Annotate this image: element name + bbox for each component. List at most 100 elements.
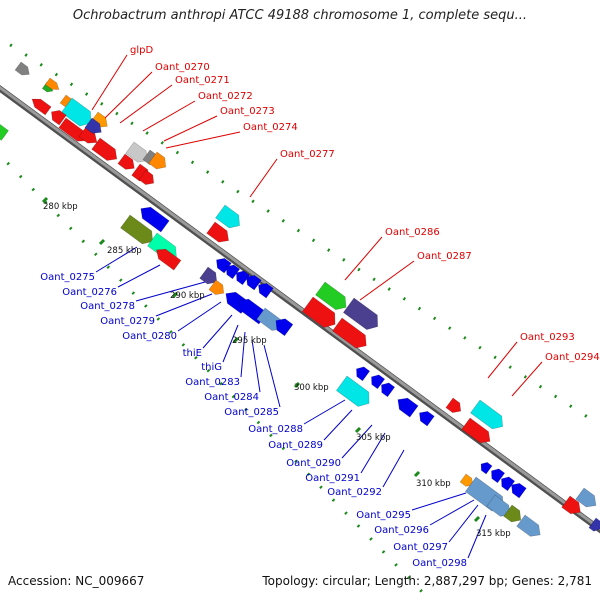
gene-arrow [148, 151, 167, 170]
gene-arrow [14, 61, 30, 76]
gene-arrow [51, 109, 67, 126]
reverse-gene-label: Oant_0279 [100, 316, 155, 327]
gene-arrow [342, 297, 378, 331]
forward-gene-label: Oant_0294 [545, 352, 600, 363]
reverse-gene-leader [323, 409, 353, 441]
reverse-gene-leader [467, 514, 487, 559]
scale-tick [41, 196, 49, 204]
reverse-gene-leader [155, 293, 213, 317]
scale-tick [293, 381, 301, 389]
gene-arrow [0, 123, 9, 141]
gene-arrow [84, 117, 102, 134]
reverse-gene-leader [411, 492, 467, 511]
scale-label: 295 kbp [232, 336, 267, 346]
reverse-gene-leader [202, 314, 233, 349]
gene-arrow [208, 279, 225, 295]
reverse-gene-leader [251, 339, 261, 393]
forward-gene-label: Oant_0272 [198, 91, 253, 102]
genome-backbone-highlight [0, 85, 600, 531]
gene-arrow [140, 206, 170, 233]
reverse-gene-label: Oant_0285 [224, 407, 279, 418]
reverse-gene-leader [117, 264, 161, 288]
gene-arrow [561, 495, 581, 515]
gene-arrow [501, 476, 516, 492]
map-title: Ochrobactrum anthropi ATCC 49188 chromos… [72, 8, 528, 23]
gene-arrow [236, 270, 251, 286]
gene-arrow [516, 514, 541, 537]
reverse-gene-label: Oant_0284 [204, 392, 259, 403]
track-guide [0, 36, 600, 427]
forward-gene-label: Oant_0273 [220, 106, 275, 117]
reverse-gene-leader [382, 449, 405, 488]
forward-gene-label: Oant_0271 [175, 75, 230, 86]
gene-arrow [470, 399, 503, 430]
reverse-gene-label: Oant_0290 [286, 458, 341, 469]
scale-label: 300 kbp [294, 383, 329, 393]
scale-label: 290 kbp [170, 291, 205, 301]
reverse-gene-leader [360, 432, 386, 474]
gene-arrow [588, 517, 600, 532]
reverse-gene-label: Oant_0298 [412, 558, 467, 569]
gene-arrow [461, 417, 491, 444]
forward-gene-label: glpD [130, 45, 153, 56]
forward-gene-label: Oant_0293 [520, 332, 575, 343]
gene-arrow [31, 98, 52, 116]
reverse-gene-label: Oant_0292 [327, 487, 382, 498]
forward-gene-leader [344, 236, 383, 281]
gene-arrow [258, 282, 274, 299]
gene-arrow [301, 296, 336, 328]
scale-label: 305 kbp [356, 433, 391, 443]
gene-arrow [503, 504, 522, 523]
forward-gene-leader [165, 131, 241, 149]
scale-label: 310 kbp [416, 479, 451, 489]
forward-gene-label: Oant_0270 [155, 62, 210, 73]
forward-gene-leader [119, 84, 173, 124]
reverse-gene-label: Oant_0280 [122, 331, 177, 342]
scale-label: 285 kbp [107, 246, 142, 256]
gene-arrow [445, 397, 462, 413]
gene-arrow [397, 397, 419, 418]
gene-arrow [125, 141, 148, 163]
gene-arrow [215, 204, 240, 229]
reverse-gene-label: Oant_0289 [268, 440, 323, 451]
gene-arrow [156, 248, 182, 271]
reverse-gene-label: Oant_0296 [374, 525, 429, 536]
reverse-gene-label: Oant_0297 [393, 542, 448, 553]
gene-arrow [206, 221, 229, 243]
reverse-gene-label: Oant_0275 [40, 272, 95, 283]
forward-gene-leader [511, 361, 543, 397]
scale-tick [354, 426, 362, 434]
reverse-gene-label: Oant_0295 [356, 510, 411, 521]
forward-gene-label: Oant_0286 [385, 227, 440, 238]
forward-gene-label: Oant_0287 [417, 251, 472, 262]
gene-arrow [117, 153, 135, 170]
reverse-gene-leader [135, 281, 206, 302]
reverse-gene-leader [240, 331, 246, 378]
reverse-gene-label: Oant_0283 [185, 377, 240, 388]
gene-arrow [356, 366, 371, 382]
gene-arrow [371, 374, 386, 390]
reverse-gene-leader [95, 246, 138, 273]
forward-gene-leader [249, 158, 278, 198]
forward-gene-leader [359, 260, 415, 301]
scale-label: 315 kbp [476, 529, 511, 539]
reverse-gene-leader [222, 324, 239, 363]
gene-arrow [575, 487, 597, 508]
gene-arrow [332, 317, 367, 349]
reverse-gene-leader [263, 344, 281, 408]
gene-arrow [480, 462, 493, 475]
gene-arrow [44, 77, 60, 90]
gene-arrow [246, 274, 262, 291]
gene-arrow [226, 264, 241, 280]
topology-label: Topology: circular; Length: 2,887,297 bp… [262, 574, 592, 588]
gene-arrow [459, 473, 474, 487]
scale-tick [98, 238, 106, 246]
gene-arrow [511, 482, 527, 499]
reverse-gene-leader [303, 399, 346, 425]
reverse-gene-label: thiE [183, 348, 202, 359]
reverse-gene-label: Oant_0278 [80, 301, 135, 312]
forward-gene-label: Oant_0277 [280, 149, 335, 160]
gene-arrow [491, 468, 506, 484]
